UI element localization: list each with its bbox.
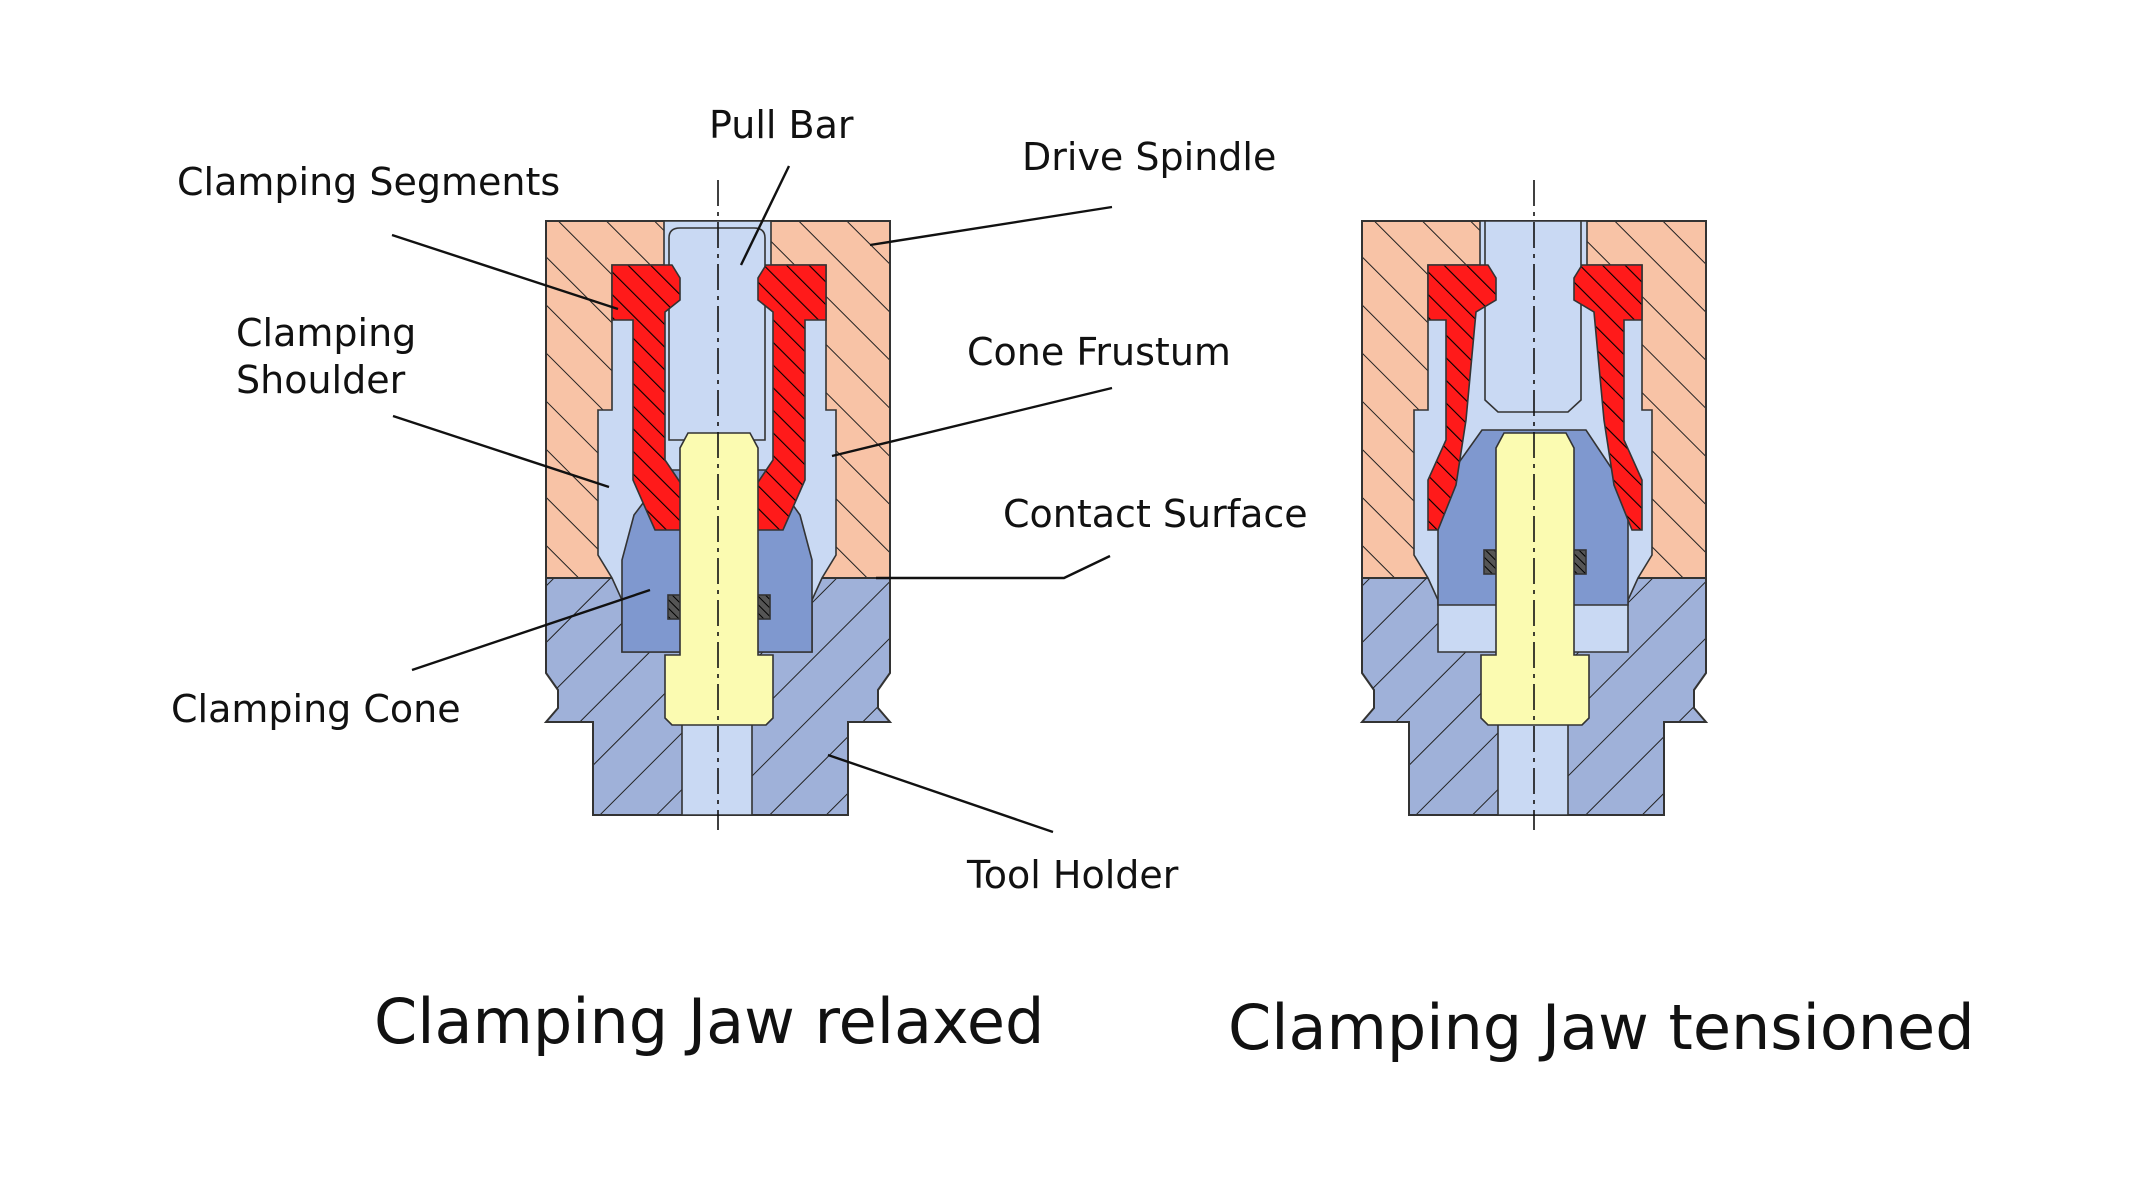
label-tool-holder: Tool Holder bbox=[966, 853, 1179, 897]
leader-pull-bar bbox=[739, 165, 791, 266]
label-clamping-shoulder-line2: Shoulder bbox=[236, 358, 406, 402]
assembly-relaxed bbox=[543, 180, 893, 830]
leader-lines bbox=[391, 165, 1113, 834]
assembly-tensioned bbox=[1359, 180, 1709, 830]
label-cone-frustum: Cone Frustum bbox=[967, 330, 1231, 374]
clamping-segment-right-tensioned bbox=[1573, 264, 1643, 531]
caption-tensioned: Clamping Jaw tensioned bbox=[1228, 991, 1975, 1064]
leader-tool-holder bbox=[827, 753, 1054, 834]
pull-bar-relaxed bbox=[668, 227, 766, 441]
leader-clamping-shoulder bbox=[392, 414, 610, 489]
leader-clamping-cone bbox=[411, 588, 651, 672]
leader-drive-spindle bbox=[869, 205, 1113, 247]
leader-cone-frustum bbox=[831, 386, 1113, 458]
label-contact-surface: Contact Surface bbox=[1003, 492, 1308, 536]
label-clamping-segments: Clamping Segments bbox=[177, 160, 560, 204]
label-clamping-shoulder-line1: Clamping bbox=[236, 311, 416, 355]
bolt-tensioned bbox=[1480, 432, 1590, 726]
leader-clamping-segments bbox=[391, 233, 619, 311]
label-clamping-cone: Clamping Cone bbox=[171, 687, 461, 731]
caption-relaxed: Clamping Jaw relaxed bbox=[374, 985, 1044, 1058]
captions: Clamping Jaw relaxed Clamping Jaw tensio… bbox=[374, 985, 1975, 1064]
bolt-relaxed bbox=[664, 432, 774, 726]
label-pull-bar: Pull Bar bbox=[709, 103, 854, 147]
clamping-segment-left-tensioned bbox=[1427, 264, 1497, 531]
pull-bar-tensioned bbox=[1484, 220, 1582, 413]
label-drive-spindle: Drive Spindle bbox=[1022, 135, 1276, 179]
part-labels: Pull Bar Drive Spindle Clamping Segments… bbox=[171, 103, 1308, 897]
leader-contact-surface bbox=[876, 554, 1111, 580]
